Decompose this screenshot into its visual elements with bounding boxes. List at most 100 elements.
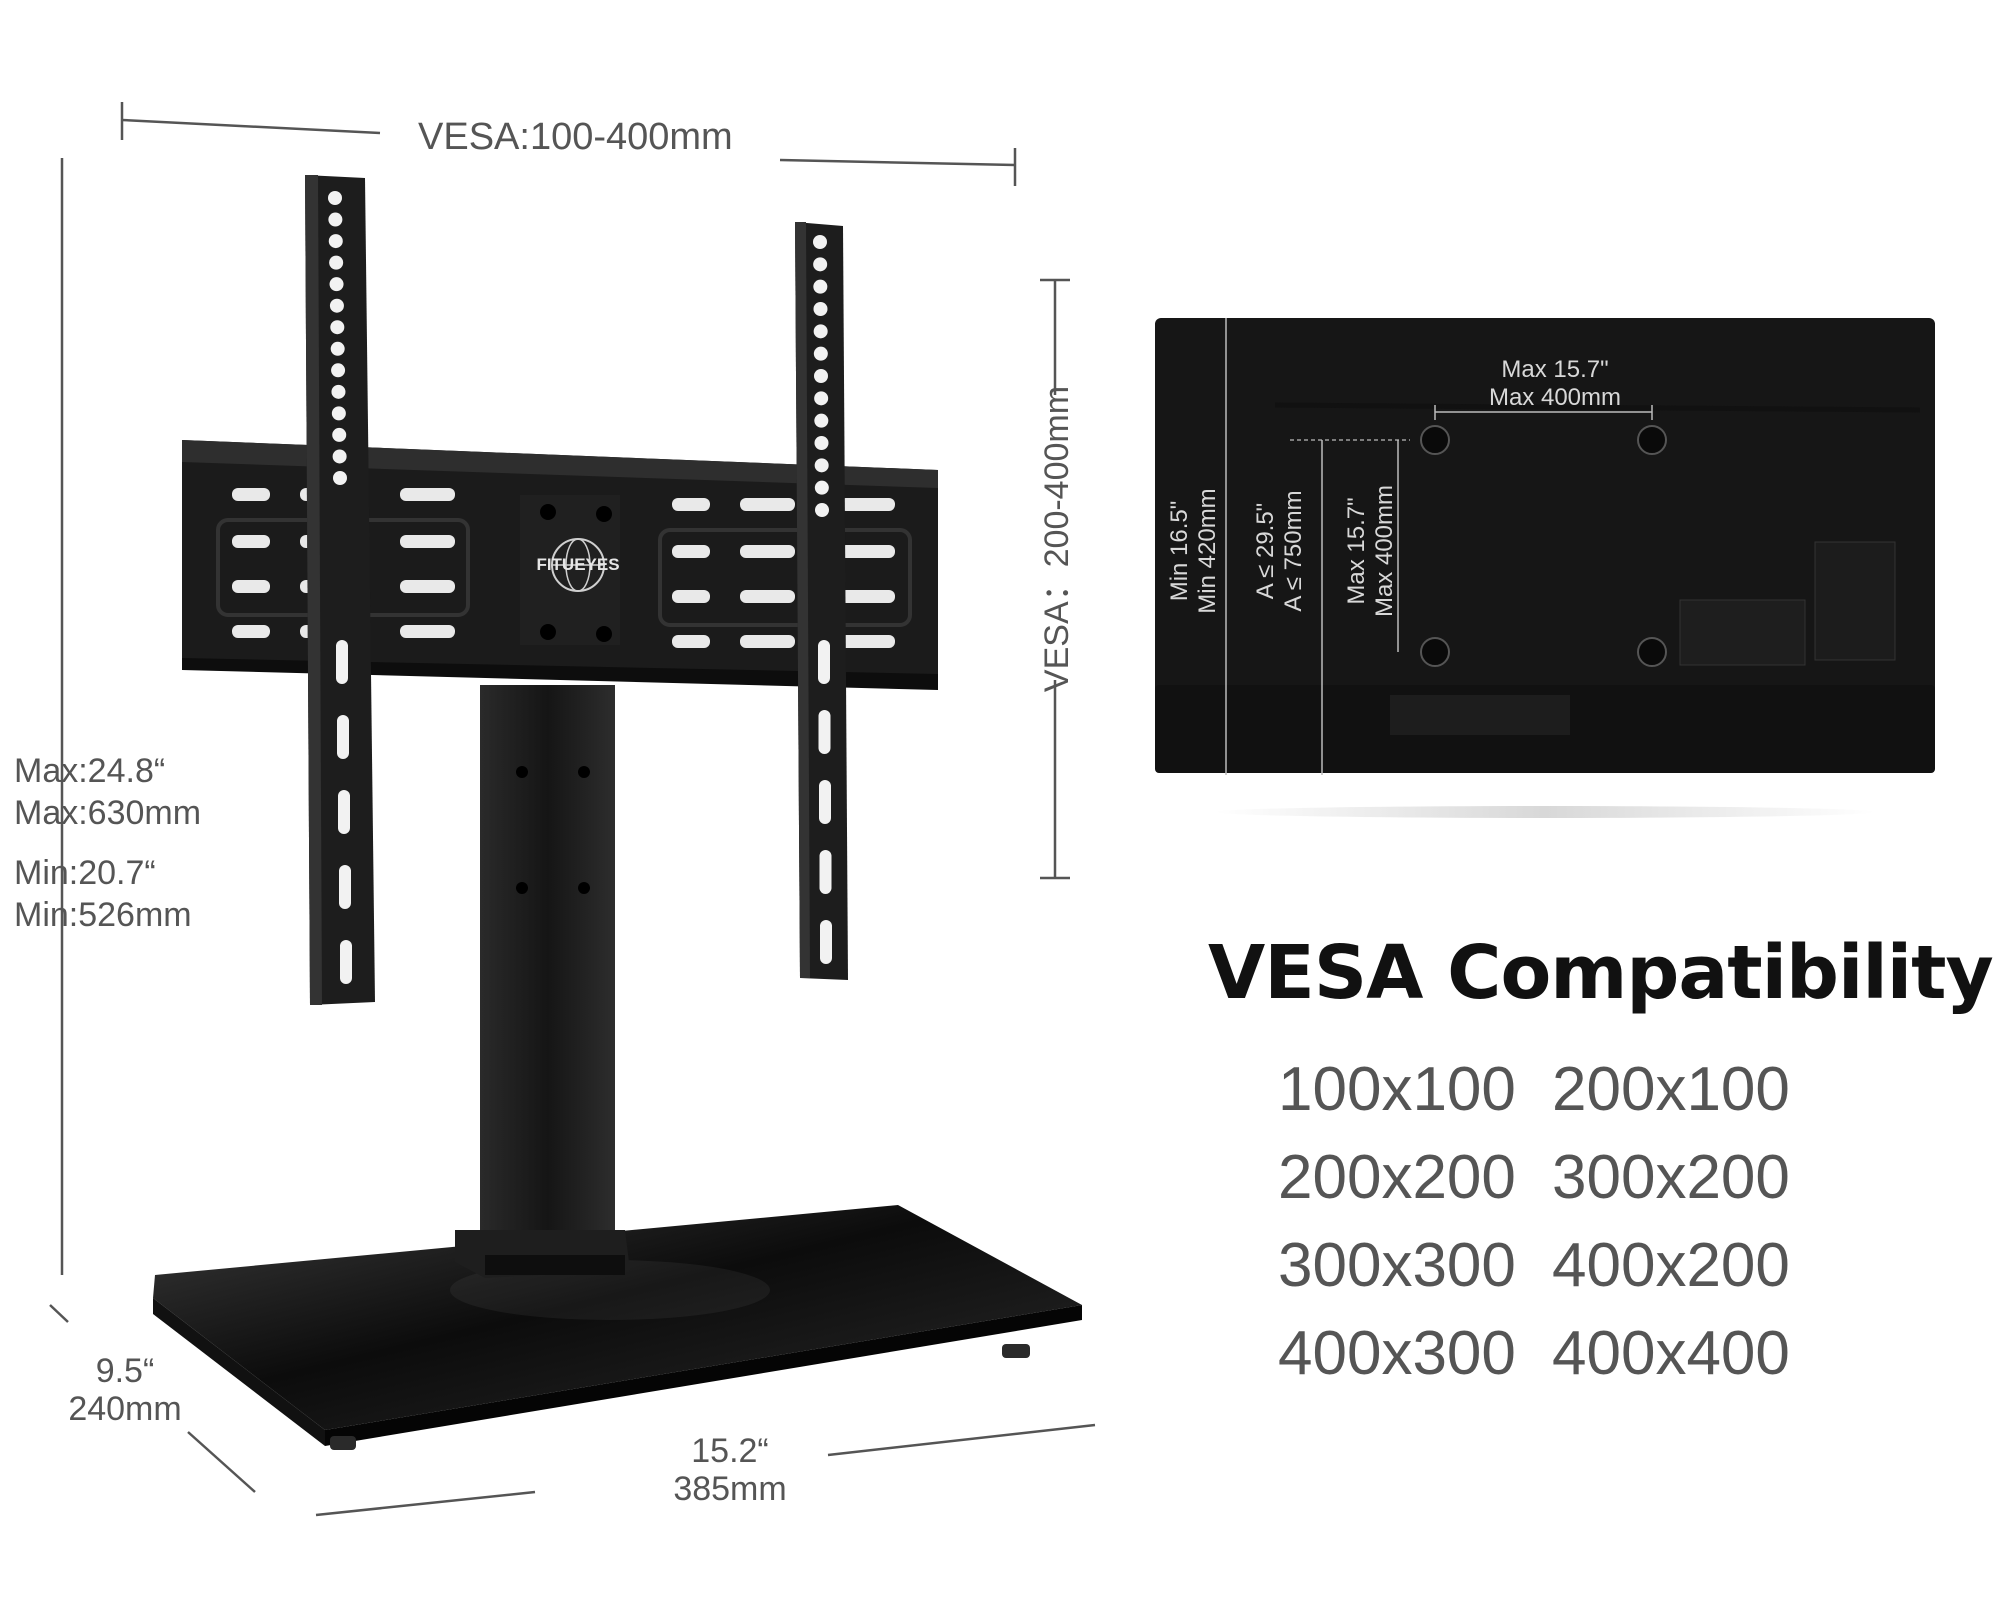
bracket-hole xyxy=(814,369,828,383)
bracket-hole xyxy=(814,391,829,406)
bracket-hole xyxy=(330,341,345,356)
plate-slot xyxy=(400,535,455,548)
plate-slot xyxy=(232,535,270,548)
plate-slot xyxy=(740,590,795,603)
plate-slot xyxy=(232,488,270,501)
vesa-size: 300x300 xyxy=(1278,1231,1516,1300)
plate-slot xyxy=(672,545,710,558)
bracket-slot xyxy=(819,780,831,824)
brand-logo: FITUEYES xyxy=(536,555,620,574)
plate-slot xyxy=(740,498,795,511)
bracket-slot xyxy=(339,865,351,909)
bracket-hole xyxy=(329,255,344,270)
bracket-slot xyxy=(820,920,832,964)
width-label: 15.2“ 385mm xyxy=(660,1432,800,1508)
plate-slot xyxy=(740,545,795,558)
plate-slot xyxy=(400,580,455,593)
tv-max-width-label: Max 15.7" Max 400mm xyxy=(1460,356,1650,412)
depth-label: 9.5“ 240mm xyxy=(55,1352,195,1428)
bracket-hole xyxy=(333,471,347,485)
plate-slot xyxy=(400,625,455,638)
bracket-slot xyxy=(336,640,348,684)
bracket-hole xyxy=(332,427,347,442)
tv-min-height-label: Min 16.5" Min 420mm xyxy=(1166,471,1222,631)
max-height-in: Max:24.8“ xyxy=(14,752,166,790)
bracket-hole xyxy=(813,257,828,272)
tv-max-width-mm: Max 400mm xyxy=(1488,384,1622,411)
bracket-hole xyxy=(329,277,344,292)
bracket-hole xyxy=(813,302,828,316)
plate-slot xyxy=(840,545,895,558)
plate-slot xyxy=(672,635,710,648)
min-height-in: Min:20.7“ xyxy=(14,854,156,892)
bracket-hole xyxy=(331,363,346,378)
tv-a-in: A ≤ 29.5" xyxy=(1252,502,1279,600)
tv-max-height-label: Max 15.7" Max 400mm xyxy=(1343,471,1399,631)
bracket-hole xyxy=(328,191,342,205)
bracket-hole xyxy=(814,458,829,473)
bracket-hole xyxy=(328,212,343,227)
max-height-label: Max:24.8“ Max:630mm xyxy=(14,750,201,834)
left-bracket xyxy=(305,175,375,1005)
dimension-lines xyxy=(49,102,1096,1517)
bracket-hole xyxy=(331,384,346,399)
vesa-size-list: 100x100 200x100 200x200 300x200 300x300 … xyxy=(1278,1055,1826,1388)
bracket-slot xyxy=(818,710,831,754)
bracket-slot xyxy=(818,640,830,684)
vesa-compat-title: VESA Compatibility xyxy=(1208,930,1994,1016)
plate-slot xyxy=(232,625,270,638)
plate-slot xyxy=(672,498,710,511)
tv-stand-illustration xyxy=(49,102,1096,1517)
depth-mm: 240mm xyxy=(68,1390,182,1428)
width-mm: 385mm xyxy=(673,1470,787,1508)
vesa-size: 400x200 xyxy=(1552,1231,1790,1300)
vesa-height-label: VESA：200-400mm xyxy=(1038,385,1076,693)
vesa-size: 200x100 xyxy=(1552,1055,1790,1124)
tv-max-width-in: Max 15.7" xyxy=(1501,356,1609,383)
bracket-hole xyxy=(814,480,829,495)
stand-post xyxy=(455,685,630,1278)
bracket-hole xyxy=(329,298,344,313)
bracket-slot xyxy=(819,850,832,894)
bracket-hole xyxy=(814,413,829,428)
bracket-slot xyxy=(340,940,352,984)
bracket-hole xyxy=(332,449,347,464)
vesa-width-label: VESA:100-400mm xyxy=(418,116,733,158)
plate-slot xyxy=(232,580,270,593)
right-bracket xyxy=(795,222,848,980)
plate-slot xyxy=(840,635,895,648)
plate-slot xyxy=(672,590,710,603)
depth-in: 9.5“ xyxy=(95,1352,155,1390)
vesa-size: 400x300 xyxy=(1278,1319,1516,1388)
vesa-size: 200x200 xyxy=(1278,1143,1516,1212)
bracket-hole xyxy=(813,324,828,339)
vesa-size: 400x400 xyxy=(1552,1319,1790,1388)
tv-min-height-in: Min 16.5" xyxy=(1166,500,1193,602)
min-height-mm: Min:526mm xyxy=(14,896,192,934)
plate-slot xyxy=(740,635,795,648)
bracket-hole xyxy=(331,406,346,421)
bracket-hole xyxy=(813,279,828,294)
tv-a-label: A ≤ 29.5" A ≤ 750mm xyxy=(1252,471,1308,631)
max-height-mm: Max:630mm xyxy=(14,794,202,832)
bracket-hole xyxy=(328,234,343,249)
tv-min-height-mm: Min 420mm xyxy=(1194,488,1221,614)
plate-slot xyxy=(840,498,895,511)
bracket-slot xyxy=(338,790,350,834)
plate-slot xyxy=(840,590,895,603)
bracket-hole xyxy=(813,235,827,249)
min-height-label: Min:20.7“ Min:526mm xyxy=(14,852,192,936)
bracket-slot xyxy=(337,715,349,759)
bracket-hole xyxy=(813,346,828,361)
width-in: 15.2“ xyxy=(691,1432,769,1470)
bracket-hole xyxy=(815,503,829,517)
tv-a-mm: A ≤ 750mm xyxy=(1280,490,1307,612)
bracket-hole xyxy=(330,320,345,335)
vesa-size: 100x100 xyxy=(1278,1055,1516,1124)
tv-max-height-in: Max 15.7" xyxy=(1343,497,1370,605)
plate-slot xyxy=(400,488,455,501)
bracket-hole xyxy=(814,436,829,450)
vesa-size: 300x200 xyxy=(1552,1143,1790,1212)
tv-back-illustration xyxy=(1155,318,1935,818)
tv-max-height-mm: Max 400mm xyxy=(1371,484,1398,618)
